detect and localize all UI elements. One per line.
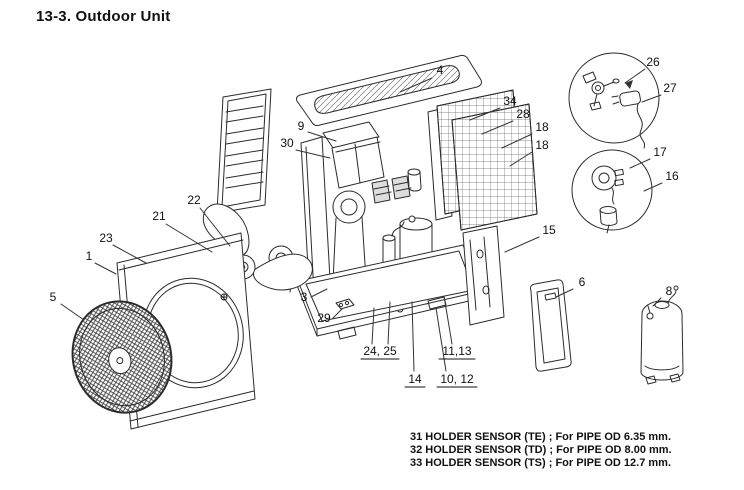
top-cover (295, 54, 482, 126)
callout-1: 1 (86, 249, 93, 263)
callout-21: 21 (152, 209, 166, 223)
callout-underlines (360, 358, 478, 388)
callout-18-upper: 18 (535, 120, 549, 134)
condenser-coil (427, 89, 538, 231)
sensor-notes: 31 HOLDER SENSOR (TE) ; For PIPE OD 6.35… (410, 431, 672, 470)
callout-28: 28 (516, 107, 530, 121)
callout-8: 8 (666, 284, 673, 298)
page-title: 13-3. Outdoor Unit (36, 8, 171, 25)
callout-24-25: 24, 25 (363, 344, 397, 358)
side-panel (530, 279, 572, 372)
callout-4: 4 (437, 63, 444, 77)
callout-9: 9 (298, 119, 305, 133)
front-grille (71, 300, 173, 414)
valve-bracket (335, 298, 355, 310)
callout-5: 5 (50, 290, 57, 304)
callout-11-13: 11,13 (442, 344, 471, 358)
leader-lines (60, 68, 663, 372)
callout-6: 6 (579, 275, 586, 289)
callout-34: 34 (503, 94, 517, 108)
callout-30: 30 (280, 136, 294, 150)
detail-circle-motor (571, 149, 653, 234)
callout-17: 17 (653, 145, 667, 159)
note-holder-sensor-td: 32 HOLDER SENSOR (TD) ; For PIPE OD 8.00… (410, 444, 672, 456)
callout-23: 23 (99, 231, 113, 245)
callout-29: 29 (317, 311, 331, 325)
callout-10-12: 10, 12 (440, 372, 474, 386)
electrical-box (322, 121, 385, 189)
note-holder-sensor-te: 31 HOLDER SENSOR (TE) ; For PIPE OD 6.35… (410, 431, 671, 443)
callout-26: 26 (646, 55, 660, 69)
callout-15: 15 (542, 223, 556, 237)
callout-27: 27 (663, 81, 677, 95)
callout-16: 16 (665, 169, 679, 183)
callout-14: 14 (408, 372, 422, 386)
note-holder-sensor-ts: 33 HOLDER SENSOR (TS) ; For PIPE OD 12.7… (410, 457, 671, 469)
callout-18-lower: 18 (535, 138, 549, 152)
pipe-panel (462, 225, 505, 326)
compressor (640, 285, 684, 385)
callout-22: 22 (187, 193, 201, 207)
callout-labels: 4 34 28 18 18 26 27 17 16 9 30 22 21 23 … (50, 55, 679, 386)
callout-3: 3 (301, 290, 308, 304)
rear-grille-panel (216, 88, 272, 214)
